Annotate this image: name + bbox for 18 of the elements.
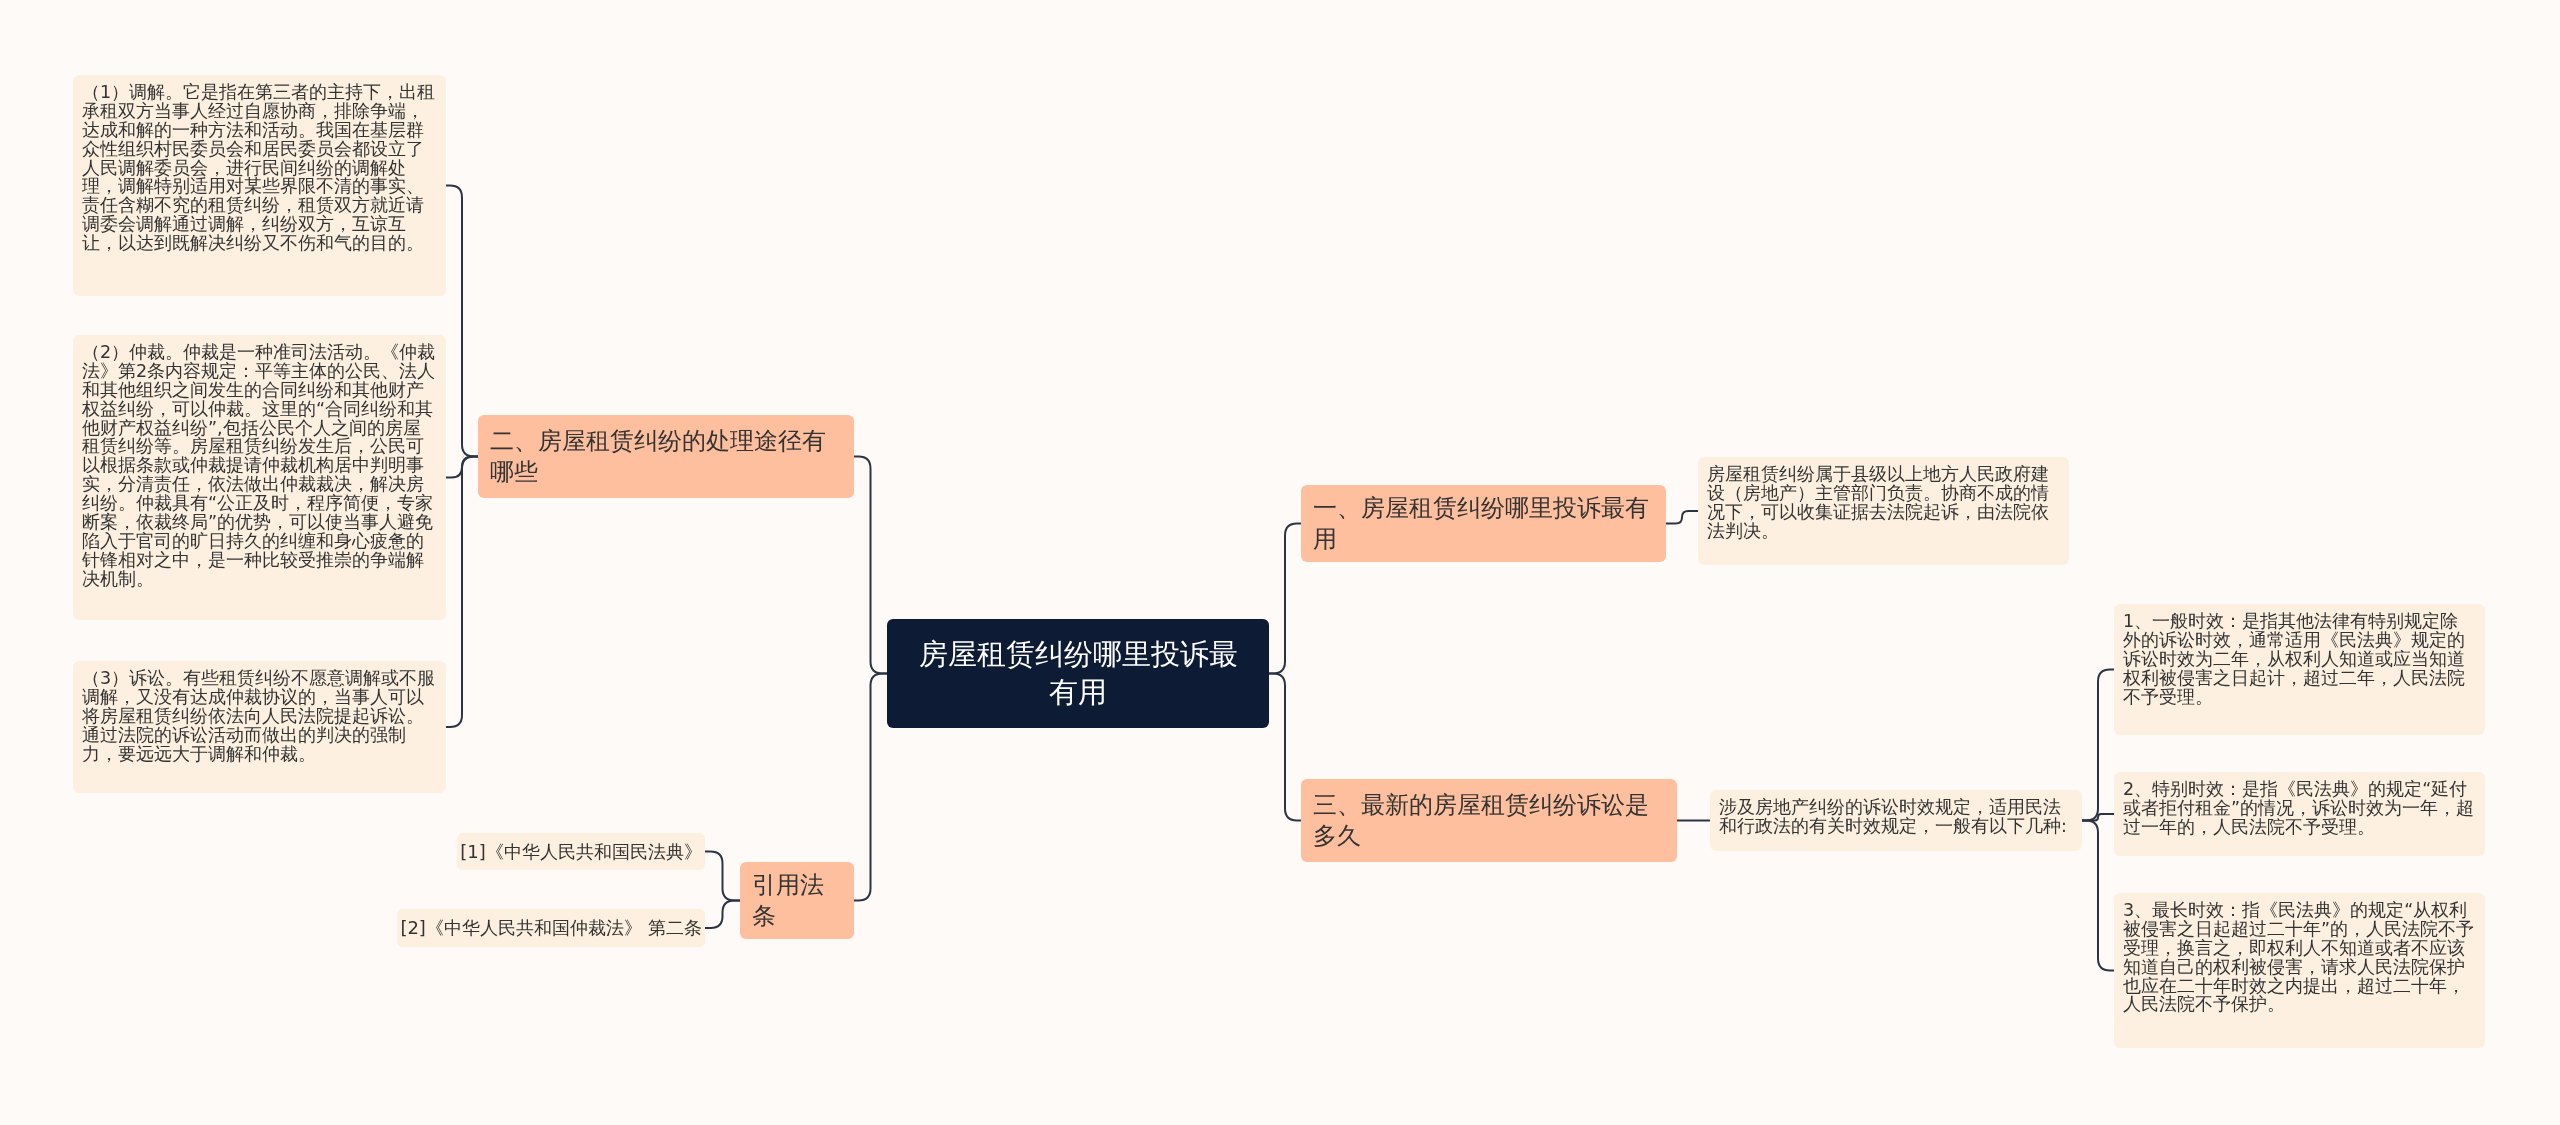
topic-box: 一、房屋租赁纠纷哪里投诉最有用 — [1301, 485, 1666, 563]
text-box: 涉及房地产纠纷的诉讼时效规定，适用民法和行政法的有关时效规定，一般有以下几种: — [1710, 790, 2082, 851]
text-box: 3、最长时效：指《民法典》的规定“从权利被侵害之日起超过二十年”的，人民法院不予受理，换言之，即权利人不知道或者不应该知道自己的权利被侵害，请求人民法院保护也应在二十年时效之内提出，超过二十年，人民法院不予保护。 — [2114, 893, 2485, 1048]
topic-box: 二、房屋租赁纠纷的处理途径有哪些 — [478, 415, 854, 498]
connector-line — [1676, 819, 1711, 822]
connector-line — [704, 899, 741, 929]
reference-box: [1]《中华人民共和国民法典》 — [457, 833, 705, 870]
text-box: 2、特别时效：是指《民法典》的规定“延付或者拒付租金”的情况，诉讼时效为一年，超过一年的，人民法院不予受理。 — [2114, 772, 2485, 856]
text-box: （3）诉讼。有些租赁纠纷不愿意调解或不服调解，又没有达成仲裁协议的，当事人可以将房屋租赁纠纷依法向人民法院提起诉讼。通过法院的诉讼活动而做出的判决的强制力，要远远大于调解和仲裁。 — [73, 661, 446, 793]
topic-box: 引用法条 — [740, 862, 854, 940]
topic-box: 三、最新的房屋租赁纠纷诉讼是多久 — [1301, 779, 1677, 862]
connector-line — [1665, 510, 1699, 525]
text-box: 房屋租赁纠纷属于县级以上地方人民政府建设（房地产）主管部门负责。协商不成的情况下，可以收集证据去法院起诉，由法院依法判决。 — [1698, 457, 2069, 565]
central-topic-box: 房屋租赁纠纷哪里投诉最有用 — [887, 619, 1269, 728]
reference-box: [2]《中华人民共和国仲裁法》 第二条 — [397, 909, 705, 947]
text-box: 1、一般时效：是指其他法律有特别规定除外的诉讼时效，通常适用《民法典》规定的诉讼时效为二年，从权利人知道或应当知道权利被侵害之日起计，超过二年，人民法院不予受理。 — [2114, 604, 2485, 735]
text-box: （2）仲裁。仲裁是一种准司法活动。《仲裁法》第2条内容规定：平等主体的公民、法人和其他组织之间发生的合同纠纷和其他财产权益纠纷，可以仲裁。这里的“合同纠纷和其他财产权益纠纷”,包括公民个人之间的房屋租赁纠纷等。房屋租赁纠纷发生后，公民可以根据条款或仲裁提请仲裁机构居中判明事实，分清责任，依法做出仲裁裁决，解决房纠纷。仲裁具有“公正及时，程序简便，专家断案，依裁终局”的优势，可以使当事人避免陷入于官司的旷日持久的纠缠和身心疲惫的针锋相对之中，是一种比较受推崇的争端解决机制。 — [73, 335, 446, 620]
text-box: （1）调解。它是指在第三者的主持下，出租承租双方当事人经过自愿协商，排除争端，达成和解的一种方法和活动。我国在基层群众性组织村民委员会和居民委员会都设立了人民调解委员会，进行民间纠纷的调解处理，调解特别适用对某些界限不清的事实、责任含糊不究的租赁纠纷，租赁双方就近请调委会调解通过调解，纠纷双方，互谅互让，以达到既解决纠纷又不伤和气的目的。 — [73, 75, 446, 296]
